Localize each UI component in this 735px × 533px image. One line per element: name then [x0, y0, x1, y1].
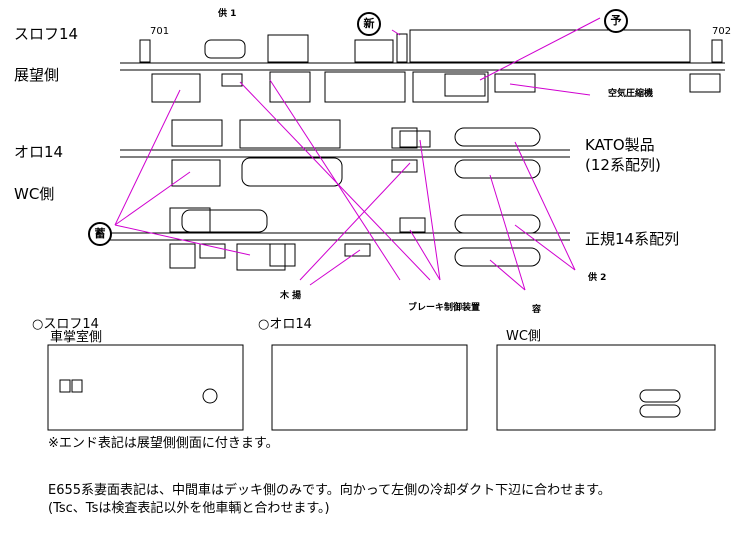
note-3: (Tsc、Tsは検査表記以外を他車輌と合わせます。) [48, 501, 330, 516]
title-tenbou: 展望側 [14, 66, 60, 84]
bottom-title-a: ○スロフ14 [32, 317, 99, 332]
label-seiki: 正規14系配列 [585, 230, 680, 248]
label-brake: ブレーキ制御装置 [408, 303, 481, 313]
bottom-title-a-sub: 車掌室側 [50, 330, 103, 345]
bottom-title-c: WC側 [506, 329, 541, 344]
circle-yo-icon: 予 [604, 9, 628, 33]
label-car701: 701 [150, 26, 170, 37]
note-1: ※エンド表記は展望側側面に付きます。 [48, 436, 279, 451]
title-wc: WC側 [14, 185, 55, 203]
circle-shin-icon: 新 [357, 12, 381, 36]
label-ki: 木 揚 [280, 291, 302, 301]
label-kato-sub: (12系配列) [585, 156, 661, 174]
note-2: E655系妻面表記は、中間車はデッキ側のみです。向かって左側の冷却ダクト下辺に合… [48, 483, 611, 498]
bottom-title-b: ○オロ14 [258, 317, 312, 332]
label-car702: 702 [712, 26, 732, 37]
label-kyo1: 供 1 [218, 9, 237, 19]
label-kyo2: 供 2 [588, 273, 607, 283]
label-kato: KATO製品 [585, 136, 655, 154]
circle-chiku-icon: 蓄 [88, 222, 112, 246]
title-oro14: オロ14 [14, 143, 64, 161]
title-surofu14: スロフ14 [14, 25, 79, 43]
label-kuuki: 空気圧縮機 [608, 89, 654, 99]
label-you: 容 [532, 305, 542, 315]
